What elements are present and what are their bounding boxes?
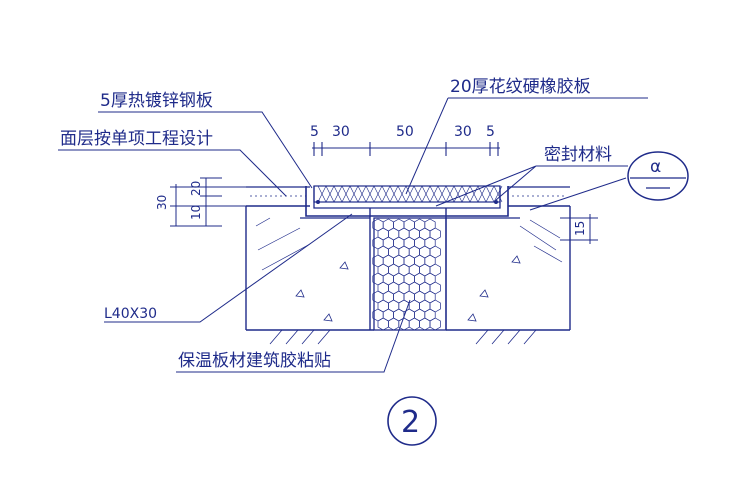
crosshatch-line bbox=[317, 185, 327, 203]
crosshatch-line bbox=[469, 185, 479, 203]
dimension-ticks bbox=[313, 142, 499, 156]
label-insulation-adhesive: 保温板材建筑胶粘贴 bbox=[178, 351, 331, 371]
crosshatch-line bbox=[405, 185, 415, 203]
detail-number-circle bbox=[387, 396, 437, 446]
hexagon-cell bbox=[419, 317, 431, 331]
ground-hatch bbox=[269, 329, 537, 345]
sealant-left bbox=[316, 200, 320, 204]
hexagon-cell bbox=[408, 317, 420, 331]
hexagon-cell bbox=[398, 317, 410, 331]
dim-top-30-right: 30 bbox=[454, 124, 472, 140]
label-sealant: 密封材料 bbox=[544, 145, 612, 165]
crosshatch-line bbox=[365, 185, 375, 203]
insulation-outline bbox=[373, 217, 447, 331]
dim-top-5-left: 5 bbox=[310, 124, 319, 140]
label-surface-layer: 面层按单项工程设计 bbox=[60, 129, 213, 149]
dim-left-20: 20 bbox=[189, 181, 203, 196]
concrete-structure bbox=[245, 186, 571, 345]
crosshatch-line bbox=[453, 185, 463, 203]
insulation-board bbox=[372, 217, 447, 331]
hexagon-cell bbox=[388, 317, 400, 331]
callout-symbol: α bbox=[650, 157, 661, 177]
crosshatch-line bbox=[341, 185, 351, 203]
leader-surface-layer bbox=[58, 149, 287, 197]
leader-sealant bbox=[435, 165, 628, 207]
leader-insulation bbox=[176, 299, 411, 373]
dim-right-15: 15 bbox=[573, 221, 587, 236]
steel-plate-inner bbox=[313, 186, 501, 209]
crosshatch-line bbox=[493, 185, 503, 203]
crosshatch-line bbox=[333, 185, 343, 203]
dim-top-5-right: 5 bbox=[486, 124, 495, 140]
crosshatch-line bbox=[421, 185, 431, 203]
crosshatch-line bbox=[429, 185, 439, 203]
left-slab-outline bbox=[245, 205, 374, 331]
crosshatch-line bbox=[485, 185, 495, 203]
callout-ellipse bbox=[627, 151, 689, 201]
dim-left-10: 10 bbox=[189, 205, 203, 220]
label-galvanized-plate: 5厚热镀锌钢板 bbox=[100, 91, 213, 111]
crosshatch-line bbox=[373, 185, 383, 203]
crosshatch-line bbox=[357, 185, 367, 203]
label-rubber-plate: 20厚花纹硬橡胶板 bbox=[450, 77, 591, 97]
detail-callout: α bbox=[627, 151, 689, 201]
crosshatch-line bbox=[437, 185, 447, 203]
sealant-right bbox=[494, 200, 498, 204]
crosshatch-line bbox=[397, 185, 407, 203]
crosshatch-line bbox=[349, 185, 359, 203]
detail-number: 2 bbox=[401, 405, 420, 440]
crosshatch-line bbox=[325, 185, 335, 203]
label-angle-steel: L40X30 bbox=[104, 306, 157, 322]
crosshatch-line bbox=[413, 185, 423, 203]
top-dimension: 5 30 50 30 5 bbox=[310, 124, 500, 156]
dim-left-30: 30 bbox=[155, 195, 169, 210]
right-dim-ticks bbox=[560, 217, 598, 241]
left-dim-ticks bbox=[170, 177, 246, 227]
crosshatch-line bbox=[381, 185, 391, 203]
leader-rubber-plate bbox=[405, 97, 648, 195]
leader-callout bbox=[529, 177, 627, 211]
dim-top-30-left: 30 bbox=[332, 124, 350, 140]
aggregate-marks bbox=[295, 255, 521, 322]
hexagon-pattern bbox=[372, 218, 441, 331]
right-dimension: 15 bbox=[560, 214, 598, 244]
crosshatch-line bbox=[477, 185, 487, 203]
angle-web bbox=[369, 208, 447, 218]
rubber-plate bbox=[313, 185, 501, 203]
dim-top-50: 50 bbox=[396, 124, 414, 140]
detail-number-marker: 2 bbox=[387, 396, 437, 446]
crosshatch-line bbox=[389, 185, 399, 203]
steel-plate-outline bbox=[305, 186, 509, 217]
rubber-crosshatch bbox=[317, 185, 503, 203]
hexagon-cell bbox=[377, 317, 389, 331]
hexagon-cell bbox=[429, 317, 441, 331]
slab-hatch bbox=[255, 217, 563, 271]
leader-lines bbox=[58, 97, 648, 373]
left-dimension: 30 20 10 bbox=[155, 177, 246, 227]
leader-angle-steel bbox=[104, 213, 353, 323]
crosshatch-line bbox=[445, 185, 455, 203]
leader-galvanized-plate bbox=[98, 111, 313, 189]
right-slab-outline bbox=[445, 205, 571, 331]
